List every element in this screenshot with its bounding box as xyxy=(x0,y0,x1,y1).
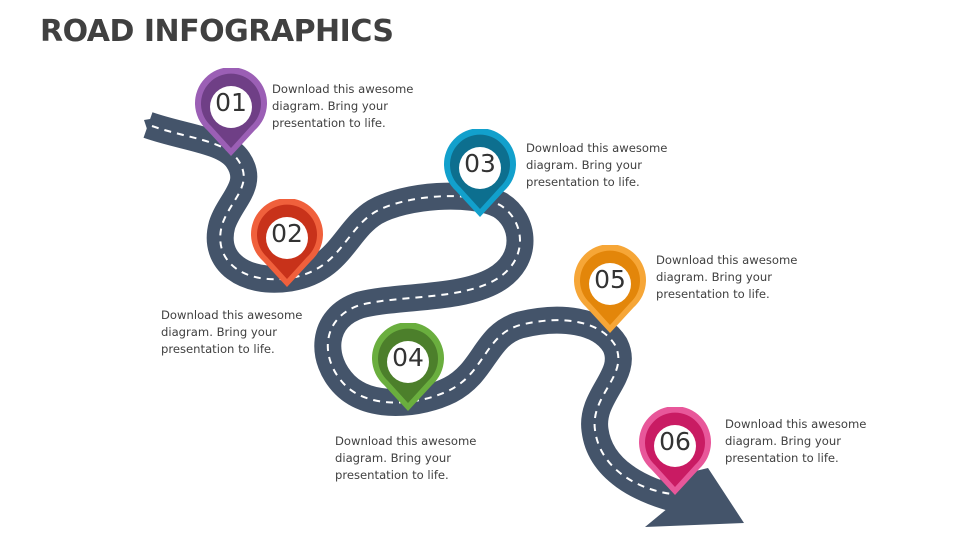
step-description-03: Download this awesome diagram. Bring you… xyxy=(526,141,668,189)
step-number: 02 xyxy=(271,219,303,248)
step-description-06: Download this awesome diagram. Bring you… xyxy=(725,417,867,465)
step-pin-03: 03 xyxy=(440,128,520,219)
map-pin-icon xyxy=(372,322,444,411)
step-number: 05 xyxy=(594,265,626,294)
step-pin-06: 06 xyxy=(635,406,715,497)
map-pin-icon xyxy=(444,128,516,217)
map-pin-icon xyxy=(251,198,323,287)
step-number: 01 xyxy=(215,88,247,117)
step-description-05: Download this awesome diagram. Bring you… xyxy=(656,253,798,301)
map-pin-icon xyxy=(195,67,267,156)
step-number: 04 xyxy=(392,343,424,372)
page-title: ROAD INFOGRAPHICS xyxy=(40,14,394,49)
step-pin-01: 01 xyxy=(191,67,271,158)
step-pin-05: 05 xyxy=(570,244,650,335)
step-pin-02: 02 xyxy=(247,198,327,289)
step-description-02: Download this awesome diagram. Bring you… xyxy=(161,308,303,356)
step-description-04: Download this awesome diagram. Bring you… xyxy=(335,434,477,482)
step-description-01: Download this awesome diagram. Bring you… xyxy=(272,82,414,130)
step-number: 06 xyxy=(659,427,691,456)
step-number: 03 xyxy=(464,149,496,178)
map-pin-icon xyxy=(574,244,646,333)
step-pin-04: 04 xyxy=(368,322,448,413)
map-pin-icon xyxy=(639,406,711,495)
